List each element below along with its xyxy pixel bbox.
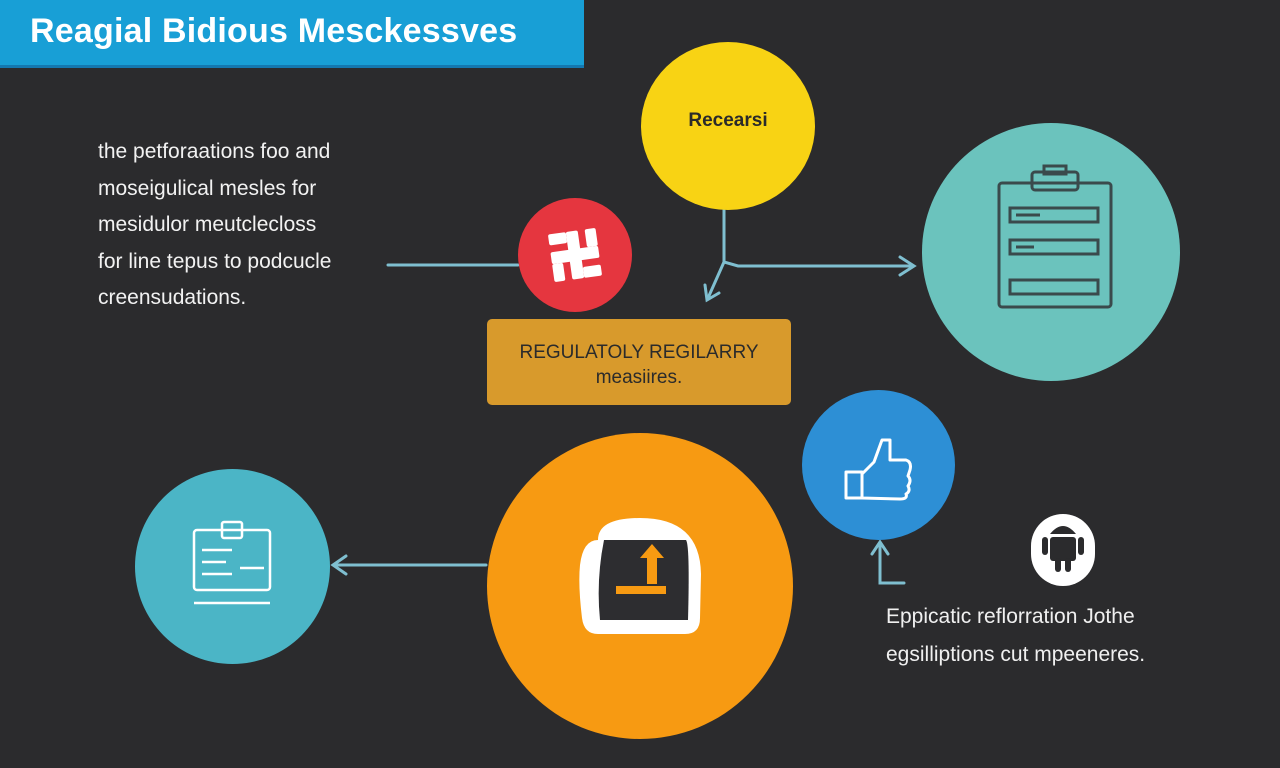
connector-blue-up [878, 544, 906, 585]
approval-node [802, 390, 955, 540]
left-description-line: mesidulor meutclecloss [98, 213, 317, 236]
right-description-line: egsilliptions cut mpeeneres. [886, 643, 1146, 666]
arrow-head-up [870, 539, 890, 556]
page-title: Reagial Bidious Mesckessves [30, 12, 518, 50]
regulatory-callout: REGULATOLY REGILARRY measiires. [487, 319, 791, 405]
right-description-line: Eppicatic reflorration Jothe [886, 605, 1135, 628]
document-node [135, 469, 330, 664]
arrow-head-diagonal [703, 283, 721, 303]
left-description-line: for line tepus to podcucle [98, 249, 332, 273]
left-description-line: the petforaations foo and [98, 140, 331, 163]
connector-diagonal [706, 260, 726, 300]
right-description: Eppicatic reflorration Jothe egsilliptio… [886, 598, 1266, 674]
left-description: the petforaations foo and moseigulical m… [98, 134, 398, 317]
callout-subtitle: measiires. [595, 367, 683, 388]
title-bar [0, 0, 584, 68]
arrow-head-right [898, 255, 917, 277]
left-description-line: creensudations. [98, 286, 247, 309]
research-node [641, 42, 815, 210]
connector-yellow-down [722, 208, 912, 268]
research-label: Recearsi [688, 110, 768, 131]
callout-title: REGULATOLY REGILARRY [519, 342, 759, 363]
left-description-line: moseigulical mesles for [98, 176, 317, 200]
arrow-head-left [330, 554, 348, 576]
